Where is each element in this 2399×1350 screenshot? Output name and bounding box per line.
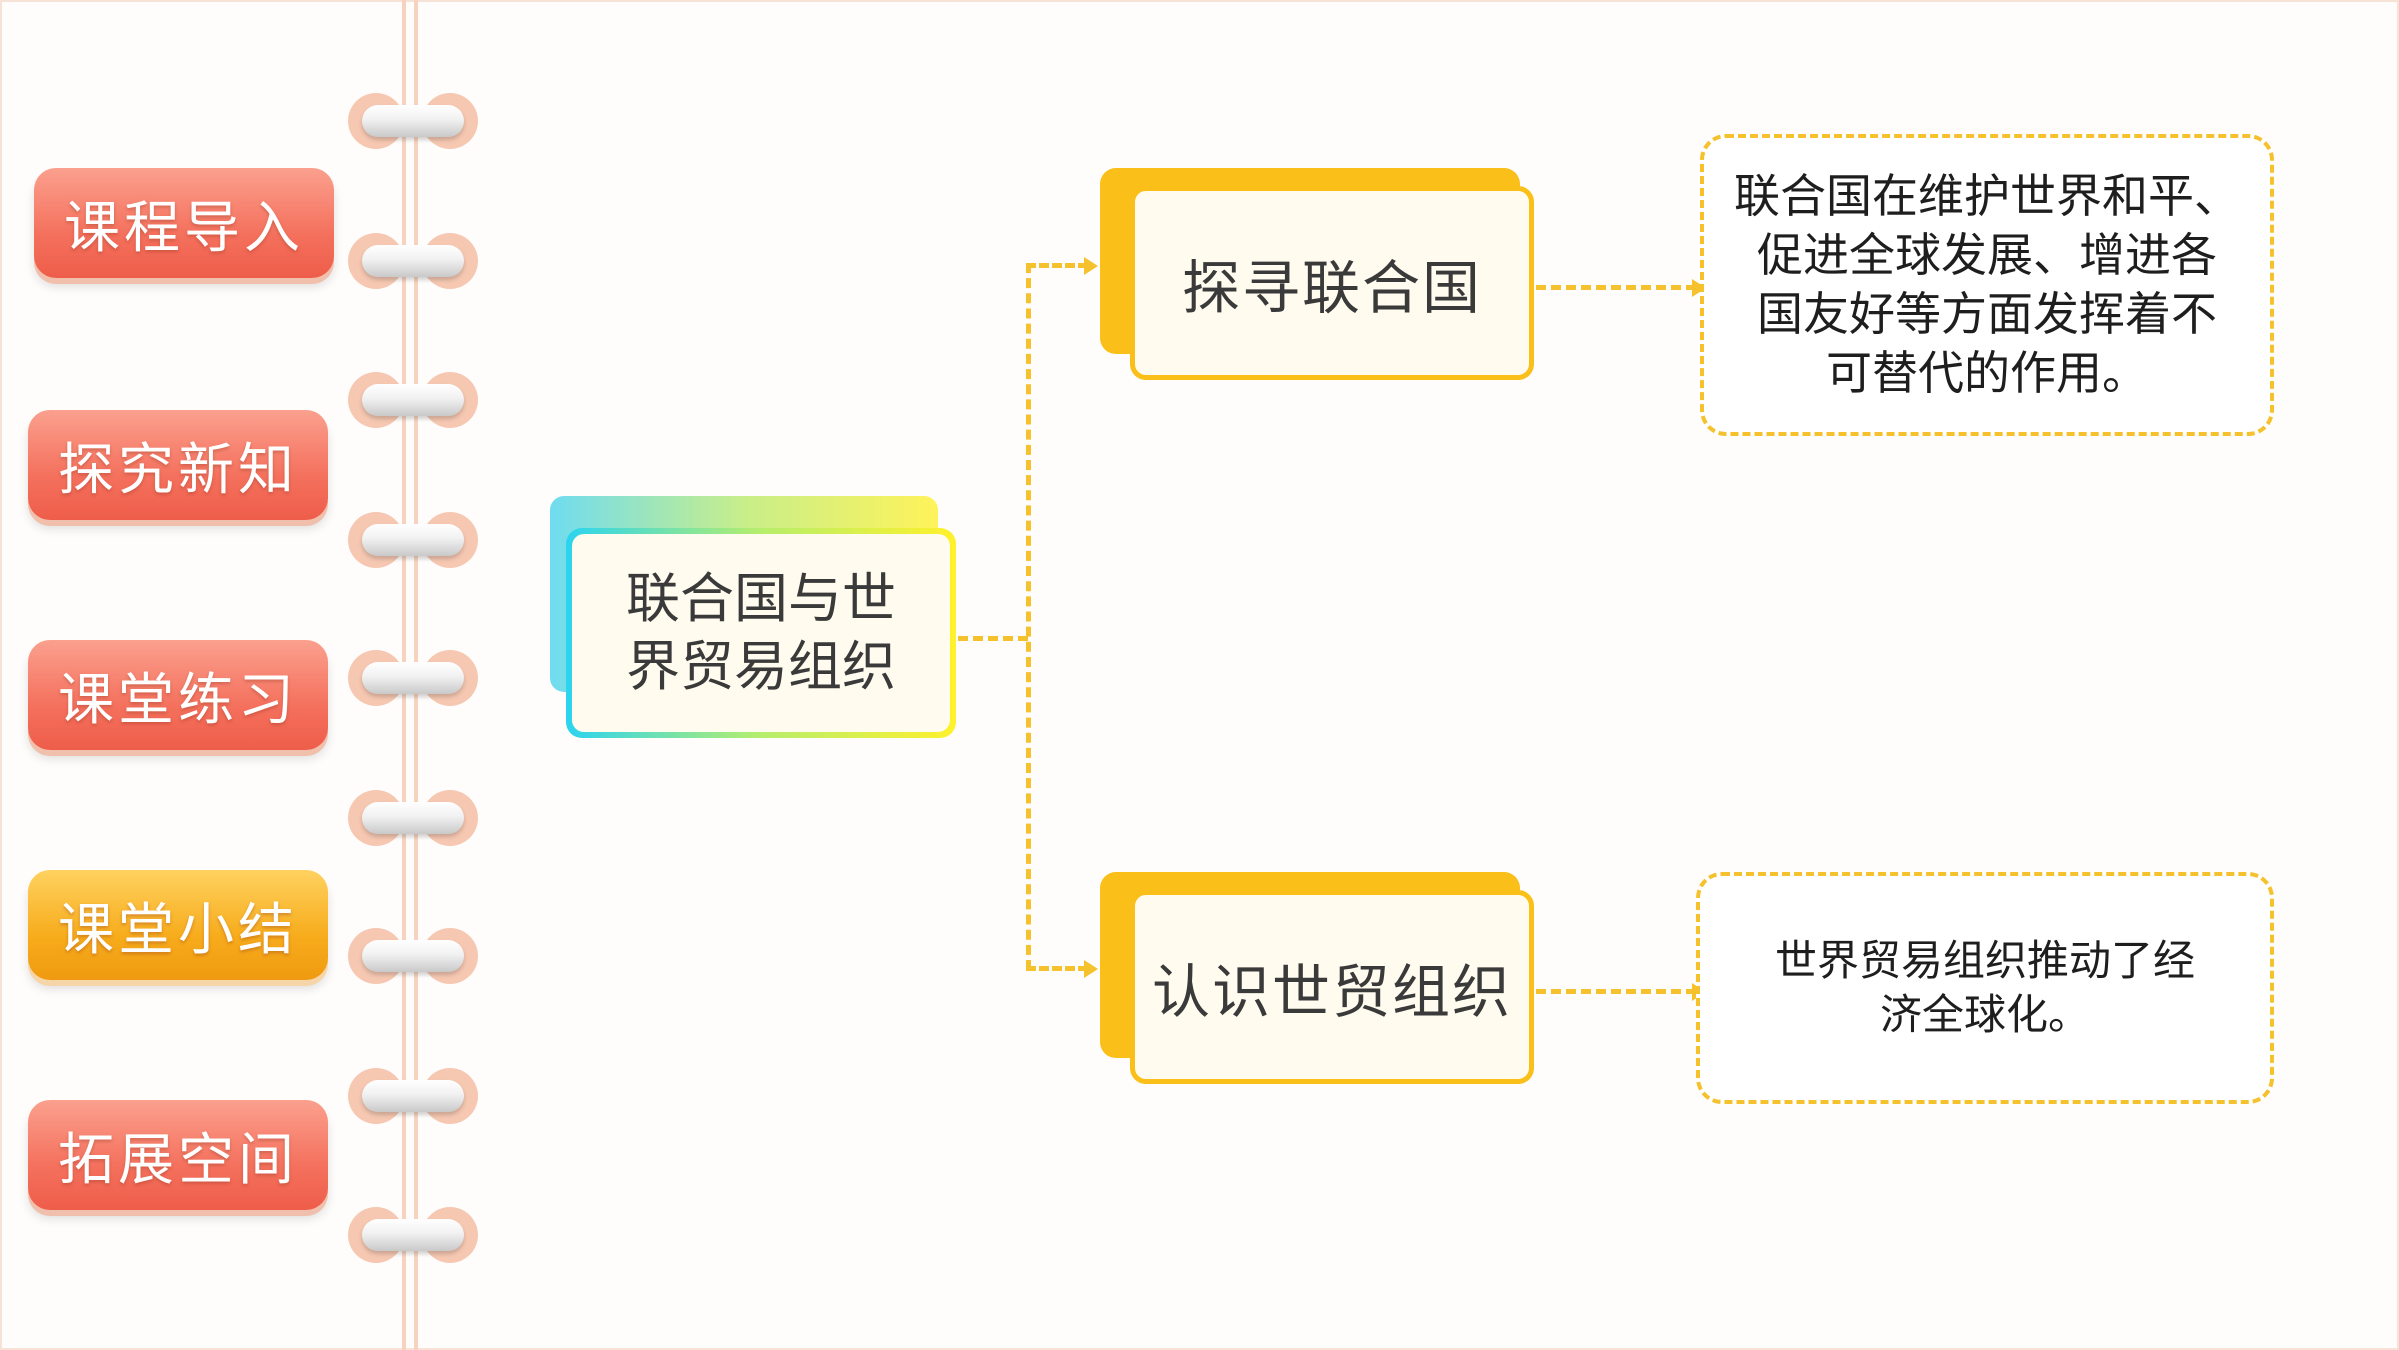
nav-tab-intro[interactable]: 课程导入	[34, 168, 334, 278]
binding-ring	[348, 928, 478, 984]
connector-note-1	[1536, 285, 1696, 290]
binding-ring	[348, 790, 478, 846]
nav-tab-summary[interactable]: 课堂小结	[28, 870, 328, 980]
nav-tab-extension[interactable]: 拓展空间	[28, 1100, 328, 1210]
note-wto: 世界贸易组织推动了经 济全球化。	[1696, 872, 2274, 1104]
nav-tab-label: 课堂小结	[58, 897, 298, 963]
note-line: 国友好等方面发挥着不	[1757, 287, 2217, 341]
note-line: 联合国在维护世界和平、	[1734, 169, 2240, 223]
note-line: 促进全球发展、增进各	[1757, 228, 2217, 282]
branch-label: 认识世贸组织	[1151, 958, 1512, 1026]
root-line-1: 联合国与世	[626, 567, 896, 630]
connector-branch-2	[1026, 966, 1088, 971]
arrow-icon	[1084, 257, 1098, 275]
binding-ring	[348, 650, 478, 706]
binding-ring	[348, 372, 478, 428]
binding-ring	[348, 512, 478, 568]
nav-tab-explore[interactable]: 探究新知	[28, 410, 328, 520]
note-line: 济全球化。	[1879, 990, 2090, 1039]
root-node-text: 联合国与世 界贸易组织	[572, 534, 950, 732]
binding-ring	[348, 1068, 478, 1124]
branch-node-un: 探寻联合国	[1130, 186, 1534, 380]
connector-trunk	[1026, 263, 1031, 970]
connector-note-2	[1536, 989, 1696, 994]
binding-ring	[348, 1207, 478, 1263]
connector-branch-1	[1026, 263, 1088, 268]
nav-tab-label: 拓展空间	[58, 1127, 298, 1193]
nav-tab-practice[interactable]: 课堂练习	[28, 640, 328, 750]
note-line: 世界贸易组织推动了经	[1774, 936, 2195, 985]
root-node: 联合国与世 界贸易组织	[566, 528, 956, 738]
binding-ring	[348, 233, 478, 289]
note-un: 联合国在维护世界和平、 促进全球发展、增进各 国友好等方面发挥着不 可替代的作用…	[1700, 134, 2274, 436]
nav-tab-label: 课堂练习	[58, 667, 298, 733]
branch-node-wto: 认识世贸组织	[1130, 890, 1534, 1084]
binding-ring	[348, 93, 478, 149]
branch-label: 探寻联合国	[1181, 254, 1482, 322]
nav-tab-label: 课程导入	[64, 195, 304, 261]
nav-tab-label: 探究新知	[58, 437, 298, 503]
connector-root	[958, 636, 1028, 641]
note-line: 可替代的作用。	[1826, 346, 2148, 400]
root-line-2: 界贸易组织	[626, 635, 896, 698]
arrow-icon	[1084, 960, 1098, 978]
